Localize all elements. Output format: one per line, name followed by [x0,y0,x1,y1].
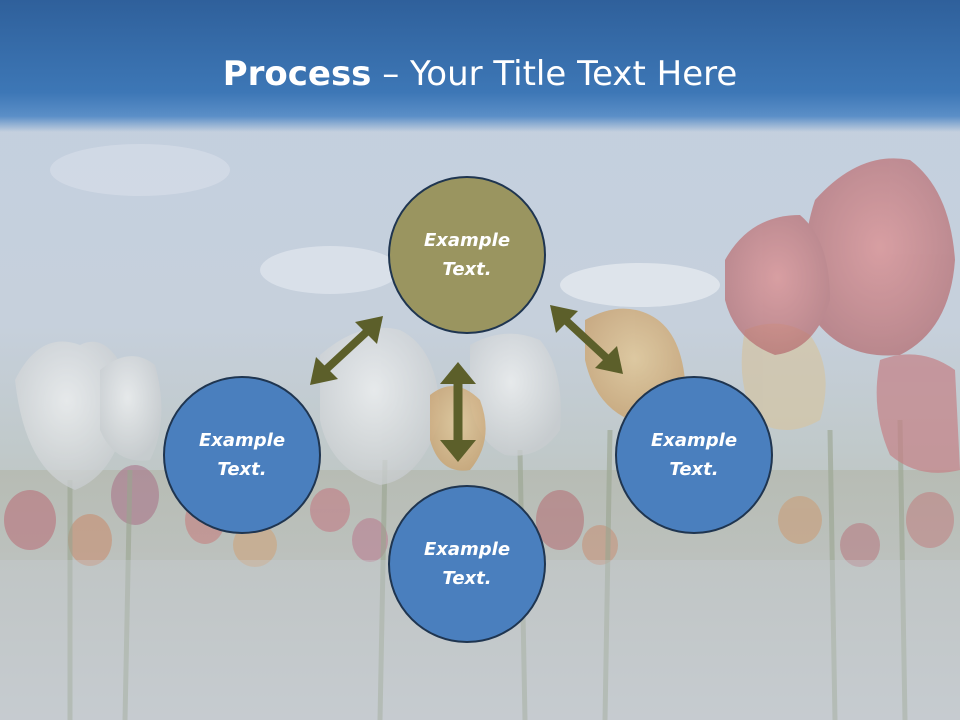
title-rest: – Your Title Text Here [371,54,738,94]
slide-title: Process – Your Title Text Here [0,52,960,96]
arrow-vertical [440,362,476,462]
title-bold: Process [222,54,372,94]
arrow-top-left [310,316,383,385]
arrow-top-right [550,305,623,374]
title-bar [0,0,960,132]
